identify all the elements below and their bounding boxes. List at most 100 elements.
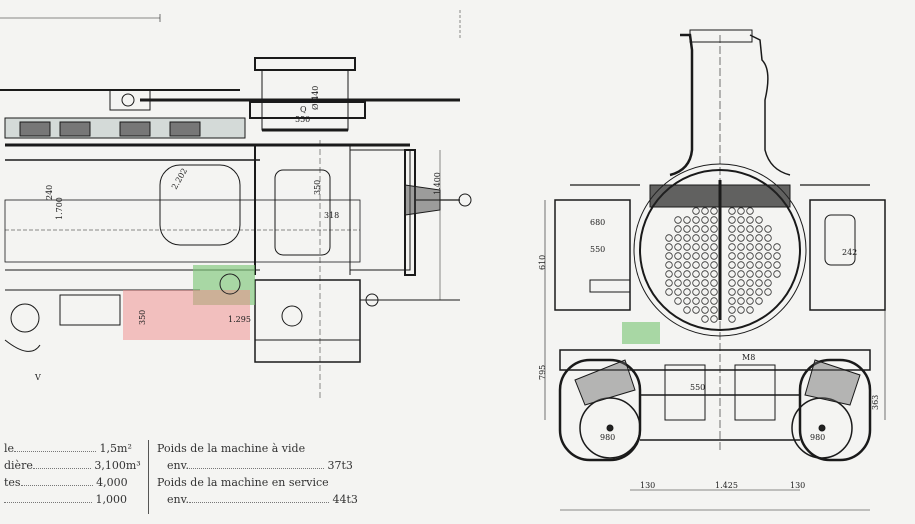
boiler-tube <box>692 297 700 305</box>
dim-left-4: 350 <box>313 180 322 195</box>
boiler-tube <box>674 216 682 224</box>
boiler-tube <box>755 297 763 305</box>
dim-left-5: 318 <box>324 211 339 220</box>
dim-right-4: 550 <box>590 245 605 254</box>
boiler-tube <box>710 225 718 233</box>
boiler-tube <box>764 225 772 233</box>
boiler-tube <box>710 252 718 260</box>
boiler-tube <box>746 270 754 278</box>
boiler-tube <box>674 297 682 305</box>
right-dimension-labels: 610 795 680 550 242 550 363 130 1.425 13… <box>538 218 880 490</box>
boiler-tube <box>701 225 709 233</box>
boiler-tube <box>710 297 718 305</box>
boiler-tube <box>674 234 682 242</box>
boiler-tube <box>728 306 736 314</box>
boiler-tube <box>737 207 745 215</box>
boiler-tube <box>737 243 745 251</box>
boiler-tube <box>746 207 754 215</box>
boiler-tube <box>737 288 745 296</box>
spec-value: 37t3 <box>327 459 353 472</box>
boiler-tube <box>701 243 709 251</box>
left-dimension-labels: 1.700 2.202 1.400 350 318 Q Ø 440 350 55… <box>34 86 442 382</box>
boiler-tube <box>755 288 763 296</box>
boiler-tube <box>728 261 736 269</box>
front-elevation <box>544 29 886 511</box>
spec-label: dière <box>4 459 33 472</box>
dim-left-8: 350 <box>138 310 147 325</box>
boiler-tube <box>755 243 763 251</box>
spec-sub: env. <box>167 493 189 506</box>
boiler-tube <box>683 243 691 251</box>
boiler-tube <box>692 279 700 287</box>
boiler-tube <box>701 207 709 215</box>
boiler-tube <box>701 306 709 314</box>
boiler-tube <box>746 297 754 305</box>
boiler-tube <box>728 288 736 296</box>
boiler-tube <box>755 261 763 269</box>
dim-right-9: 1.425 <box>715 481 738 490</box>
boiler-tube <box>674 270 682 278</box>
dim-right-12: 980 <box>810 433 825 442</box>
dim-left-1: 1.700 <box>55 197 64 220</box>
spec-row: env. 44t3 <box>167 493 358 506</box>
dim-left-10: 1.295 <box>228 315 251 324</box>
boiler-tube <box>728 315 736 323</box>
boiler-tube <box>728 279 736 287</box>
dim-right-8: 130 <box>640 481 655 490</box>
boiler-tube <box>764 243 772 251</box>
boiler-tube <box>701 270 709 278</box>
boiler-tube <box>683 270 691 278</box>
boiler-tube <box>728 225 736 233</box>
boiler-tube <box>665 279 673 287</box>
boiler-tube <box>701 216 709 224</box>
boiler-tube <box>755 225 763 233</box>
boiler-tube <box>692 288 700 296</box>
boiler-tube <box>710 243 718 251</box>
boiler-tube <box>710 234 718 242</box>
boiler-tube <box>755 234 763 242</box>
boiler-tube <box>701 261 709 269</box>
boiler-tube <box>728 270 736 278</box>
boiler-tube <box>710 207 718 215</box>
boiler-tube <box>674 288 682 296</box>
boiler-tube <box>665 243 673 251</box>
boiler-tube <box>764 252 772 260</box>
spec-row: Poids de la machine à vide <box>157 442 305 455</box>
boiler-tube <box>728 297 736 305</box>
boiler-tube <box>737 306 745 314</box>
boiler-tube <box>764 234 772 242</box>
boiler-tube <box>692 306 700 314</box>
spec-row: dière 3,100m³ <box>4 459 141 472</box>
boiler-tube <box>746 279 754 287</box>
boiler-tube <box>683 234 691 242</box>
boiler-tube <box>728 243 736 251</box>
boiler-tube <box>710 279 718 287</box>
boiler-tube <box>692 261 700 269</box>
boiler-tube <box>746 234 754 242</box>
boiler-tube <box>737 234 745 242</box>
boiler-tube <box>674 243 682 251</box>
boiler-tube <box>746 243 754 251</box>
dim-right-3: 680 <box>590 218 605 227</box>
boiler-tube <box>710 270 718 278</box>
boiler-tube <box>683 297 691 305</box>
spec-row: le 1,5m² <box>4 442 132 455</box>
boiler-tube <box>737 270 745 278</box>
boiler-tube <box>692 243 700 251</box>
dim-right-6: 550 <box>690 383 705 392</box>
boiler-tube <box>746 306 754 314</box>
boiler-tube <box>692 252 700 260</box>
boiler-tube <box>692 207 700 215</box>
boiler-tube <box>755 279 763 287</box>
dim-right-13: M8 <box>742 353 755 362</box>
spec-label: Poids de la machine en service <box>157 476 329 489</box>
dim-right-1: 610 <box>538 255 547 270</box>
side-elevation <box>0 10 472 400</box>
boiler-tube <box>701 288 709 296</box>
boiler-tube <box>665 252 673 260</box>
boiler-tube <box>737 261 745 269</box>
red-highlight-left <box>123 290 250 340</box>
boiler-tube <box>746 288 754 296</box>
boiler-tube <box>737 216 745 224</box>
